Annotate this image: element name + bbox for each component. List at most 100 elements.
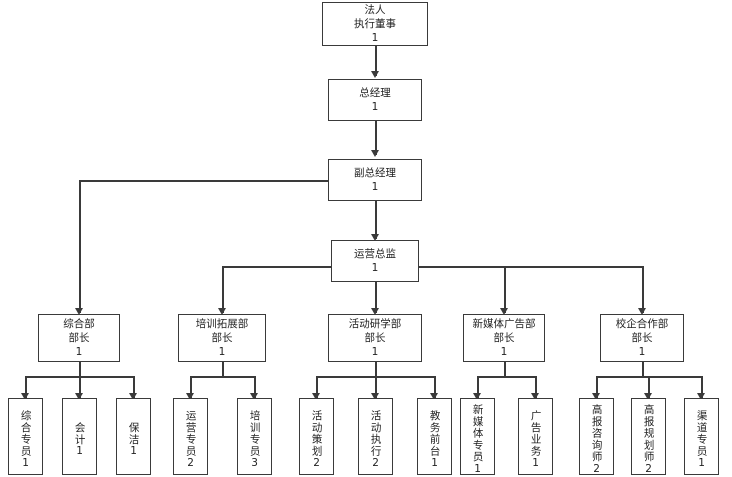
- node-role-general-specialist[interactable]: 综合专员 1: [8, 398, 43, 475]
- node-role-admission-planner[interactable]: 高报规划师 2: [631, 398, 666, 475]
- node-headcount: 1: [695, 456, 708, 469]
- edge-d4-bar: [477, 376, 535, 378]
- arrowhead-n4: [371, 234, 380, 241]
- edge-d2-bar: [190, 376, 254, 378]
- node-headcount: 2: [642, 462, 655, 475]
- node-label-line1: 新媒体专员: [471, 404, 484, 463]
- node-role-admission-consultant[interactable]: 高报咨询师 2: [579, 398, 614, 475]
- node-operations-director[interactable]: 运营总监 1: [331, 240, 419, 282]
- edge-n1-n2: [375, 46, 377, 76]
- node-label-line1: 活动研学部: [348, 317, 402, 330]
- node-dept-training-development[interactable]: 培训拓展部 部长 1: [178, 314, 266, 362]
- arrowhead-d5: [638, 308, 647, 315]
- arrowhead-n3: [371, 150, 380, 157]
- node-role-activity-execution[interactable]: 活动执行 2: [358, 398, 393, 475]
- node-label-line1: 会计: [73, 421, 86, 446]
- node-headcount: 1: [218, 346, 226, 359]
- node-role-cleaner[interactable]: 保洁 1: [116, 398, 151, 475]
- node-headcount: 3: [248, 456, 261, 469]
- edge-d5-stub: [642, 362, 644, 376]
- node-headcount: 1: [19, 456, 32, 469]
- edge-n3-d1-vertical: [79, 180, 81, 313]
- node-headcount: 2: [310, 456, 323, 469]
- node-headcount: 1: [471, 462, 484, 475]
- node-label-line1: 总经理: [359, 86, 391, 99]
- edge-d3-l7-vertical: [375, 376, 377, 398]
- node-headcount: 1: [638, 346, 646, 359]
- arrowhead-n2: [371, 71, 380, 78]
- arrowhead-l5: [250, 393, 259, 400]
- edge-d1-l2-vertical: [79, 376, 81, 398]
- edge-d4-l10-vertical: [535, 376, 537, 398]
- arrowhead-d1: [75, 308, 84, 315]
- node-headcount: 1: [73, 445, 86, 458]
- node-headcount: 1: [371, 181, 379, 193]
- node-legal-representative[interactable]: 法人 执行董事 1: [322, 2, 428, 46]
- edge-d2-stub: [222, 362, 224, 376]
- node-deputy-general-manager[interactable]: 副总经理 1: [328, 159, 422, 201]
- arrowhead-l6: [312, 393, 321, 400]
- node-label-line1: 新媒体广告部: [472, 317, 536, 330]
- node-role-academic-reception[interactable]: 教务前台 1: [417, 398, 452, 475]
- node-role-accountant[interactable]: 会计 1: [62, 398, 97, 475]
- arrowhead-l3: [129, 393, 138, 400]
- node-label-line1: 高报咨询师: [590, 404, 603, 463]
- edge-d2-l5-vertical: [254, 376, 256, 398]
- node-role-operations-specialist[interactable]: 运营专员 2: [173, 398, 208, 475]
- node-dept-new-media-advertising[interactable]: 新媒体广告部 部长 1: [463, 314, 545, 362]
- edge-d3-l6-vertical: [316, 376, 318, 398]
- node-label-line1: 培训专员: [248, 410, 261, 457]
- edge-n3-d1-horizontal: [79, 180, 331, 182]
- arrowhead-d4: [500, 308, 509, 315]
- edge-n4-d2-vertical: [222, 266, 224, 313]
- node-role-new-media-specialist[interactable]: 新媒体专员 1: [460, 398, 495, 475]
- node-headcount: 2: [369, 456, 382, 469]
- edge-n2-n3: [375, 121, 377, 155]
- node-role-advertising-business[interactable]: 广告业务 1: [518, 398, 553, 475]
- node-label-line2: 部长: [211, 331, 233, 344]
- node-dept-activity-research[interactable]: 活动研学部 部长 1: [328, 314, 422, 362]
- node-headcount: 1: [529, 456, 542, 469]
- node-label-line1: 保洁: [127, 421, 140, 446]
- node-label-line1: 活动执行: [369, 410, 382, 457]
- node-dept-general-affairs[interactable]: 综合部 部长 1: [38, 314, 120, 362]
- arrowhead-l13: [697, 393, 706, 400]
- edge-n4-d5-vertical: [642, 266, 644, 313]
- node-label-line2: 部长: [631, 331, 653, 344]
- node-general-manager[interactable]: 总经理 1: [328, 79, 422, 121]
- node-label-line1: 广告业务: [529, 410, 542, 457]
- node-role-channel-specialist[interactable]: 渠道专员 1: [684, 398, 719, 475]
- edge-d1-stub: [79, 362, 81, 376]
- edge-d5-l11-vertical: [596, 376, 598, 398]
- edge-d2-l4-vertical: [190, 376, 192, 398]
- node-dept-school-enterprise[interactable]: 校企合作部 部长 1: [600, 314, 684, 362]
- node-label-line1: 综合专员: [19, 410, 32, 457]
- edge-d1-l3-vertical: [133, 376, 135, 398]
- node-role-training-specialist[interactable]: 培训专员 3: [237, 398, 272, 475]
- edge-n4-d4-vertical: [504, 266, 506, 313]
- node-label-line1: 综合部: [63, 317, 95, 330]
- node-headcount: 1: [371, 32, 379, 45]
- arrowhead-l10: [531, 393, 540, 400]
- edge-n4-right-horizontal: [418, 266, 642, 268]
- arrowhead-l11: [592, 393, 601, 400]
- edge-d4-stub: [504, 362, 506, 376]
- node-headcount: 2: [590, 462, 603, 475]
- node-headcount: 2: [184, 456, 197, 469]
- node-headcount: 1: [428, 456, 441, 469]
- node-headcount: 1: [500, 346, 508, 359]
- node-label-line1: 法人: [364, 3, 386, 16]
- edge-n4-d3-vertical: [375, 274, 377, 313]
- edge-d3-stub: [375, 362, 377, 376]
- node-headcount: 1: [75, 346, 83, 359]
- node-role-activity-planning[interactable]: 活动策划 2: [299, 398, 334, 475]
- node-label-line1: 高报规划师: [642, 404, 655, 463]
- arrowhead-l8: [430, 393, 439, 400]
- node-label-line2: 部长: [364, 331, 386, 344]
- edge-d5-l12-vertical: [648, 376, 650, 398]
- node-label-line1: 运营总监: [354, 247, 396, 260]
- node-headcount: 1: [371, 101, 379, 113]
- node-label-line1: 校企合作部: [615, 317, 669, 330]
- arrowhead-l12: [644, 393, 653, 400]
